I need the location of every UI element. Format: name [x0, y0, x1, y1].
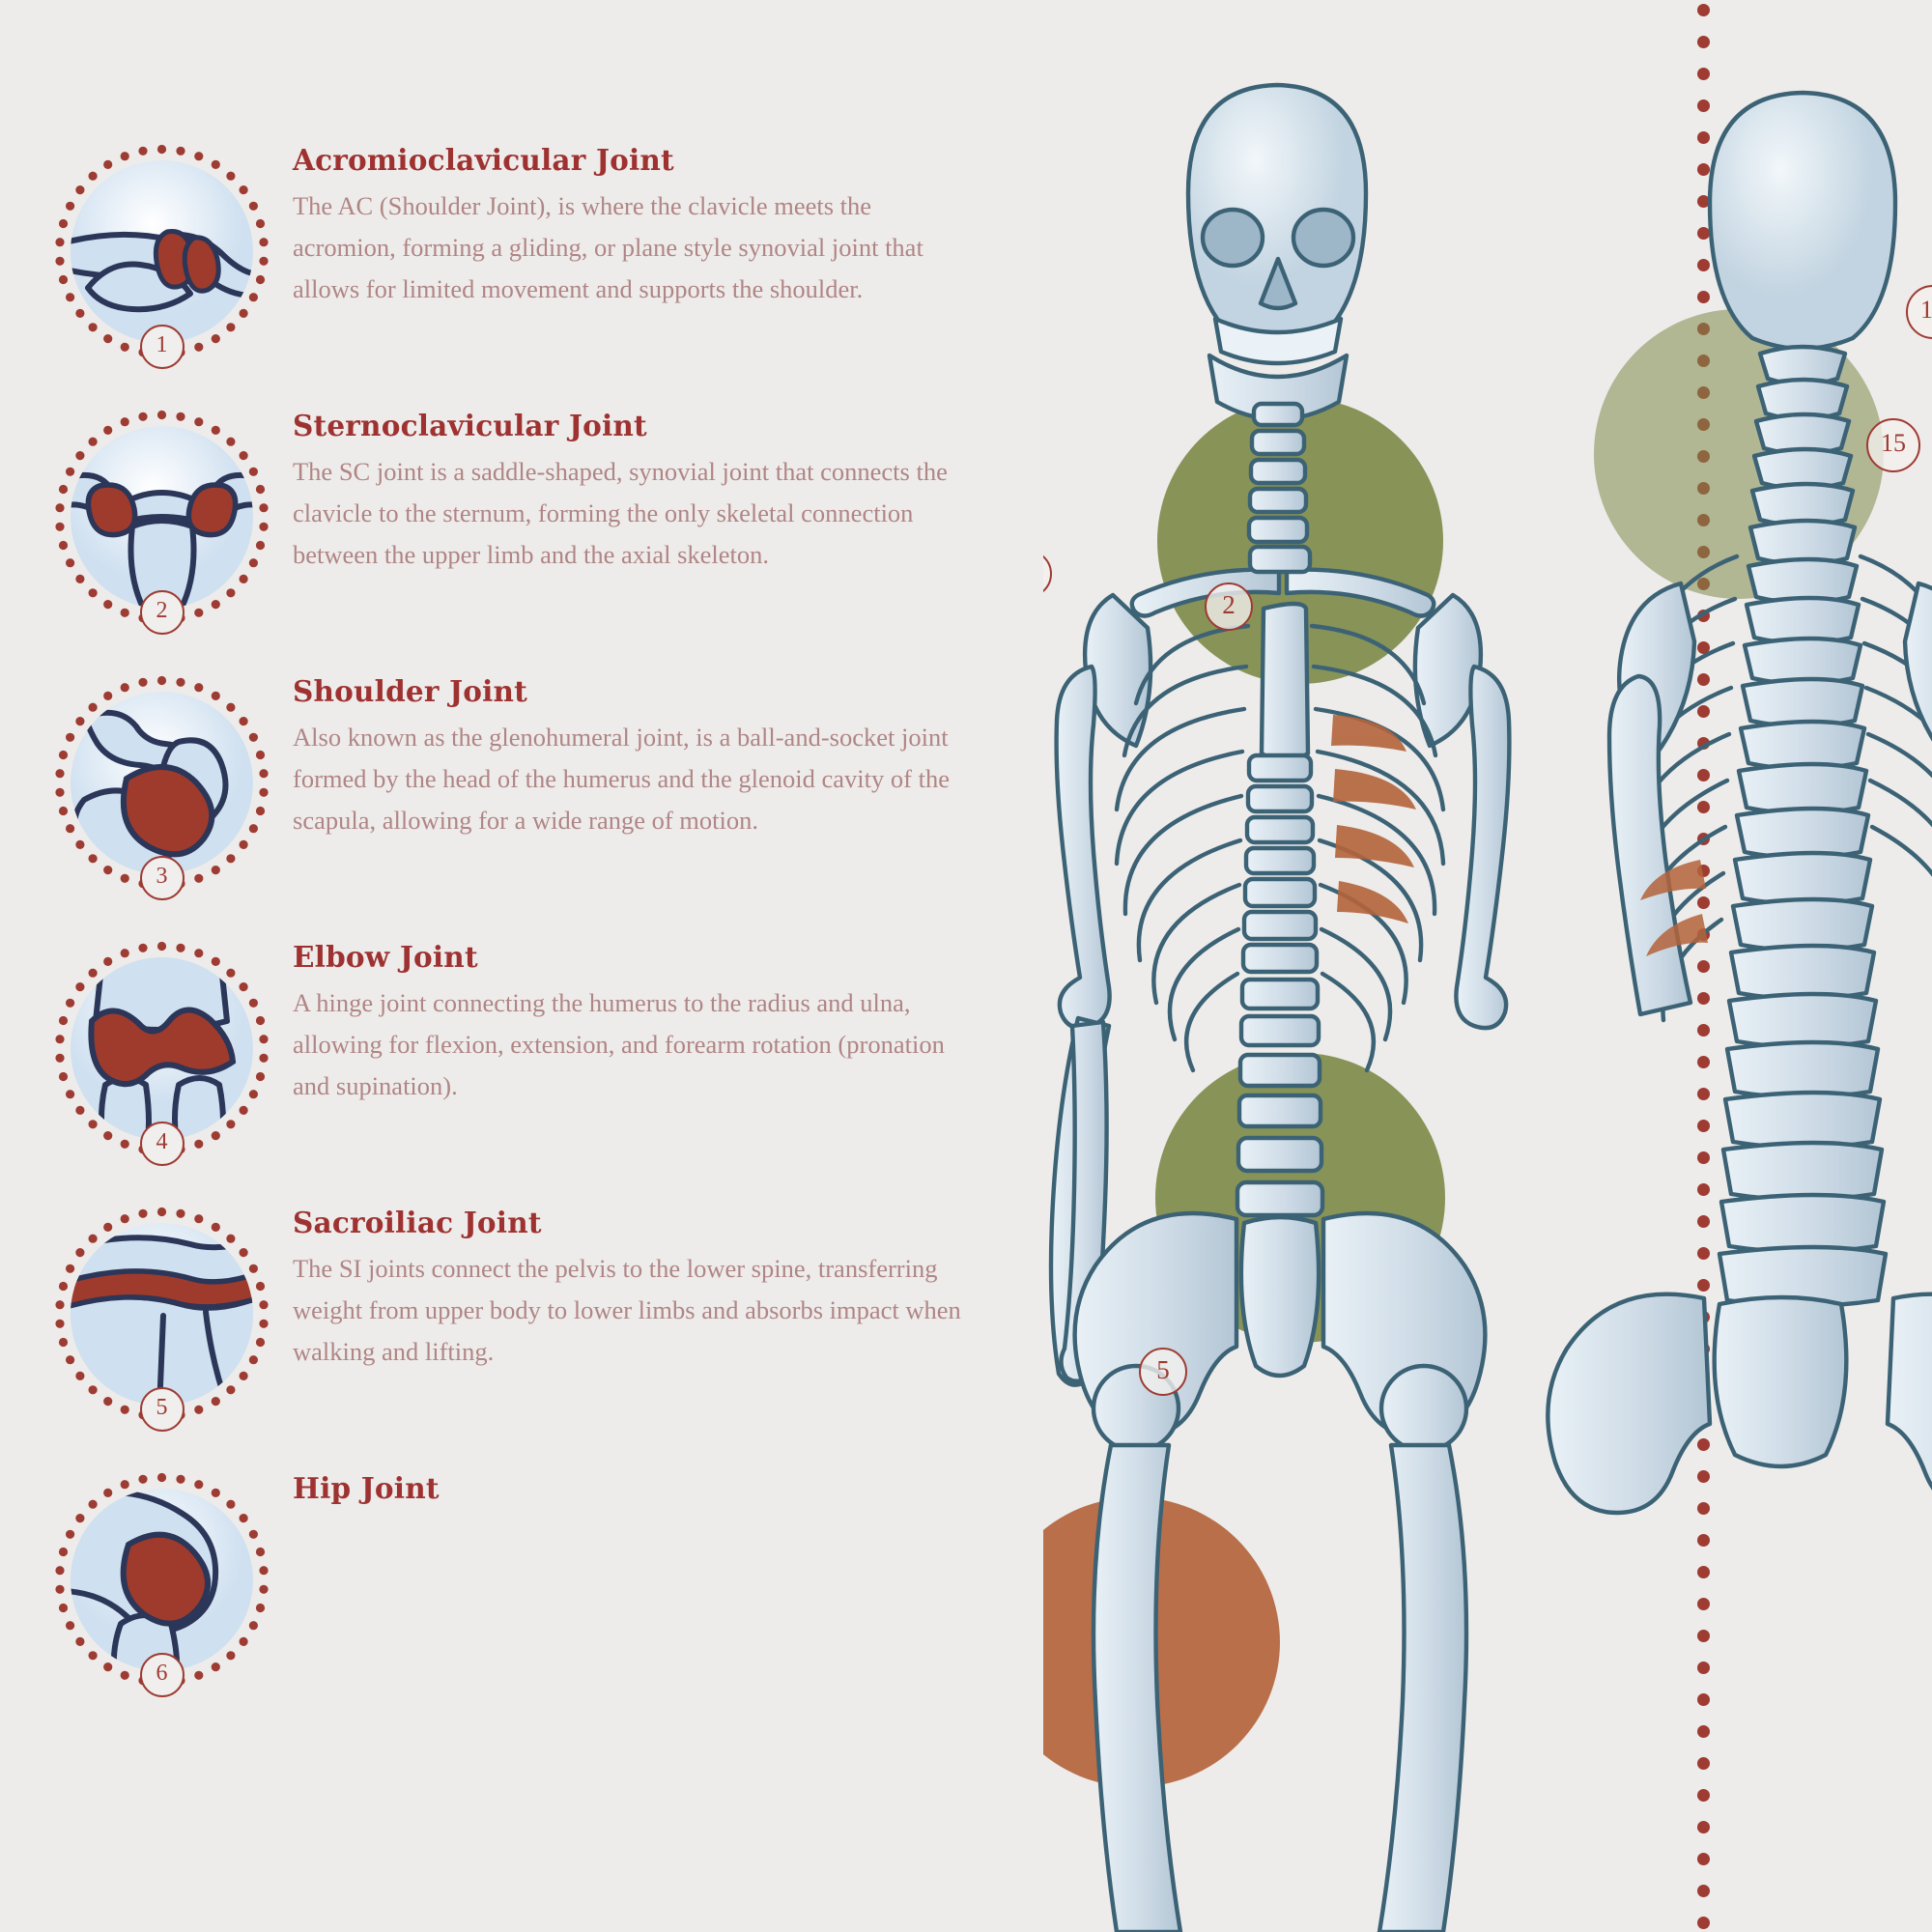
- joint-title: Hip Joint: [293, 1471, 440, 1505]
- joint-icon-medallion[interactable]: 2: [53, 409, 270, 635]
- skeleton-marker-5-sacroiliac[interactable]: 5: [1139, 1348, 1187, 1396]
- divider-dot: [1697, 1247, 1710, 1260]
- joint-title: Shoulder Joint: [293, 674, 528, 708]
- divider-dot: [1697, 4, 1710, 16]
- joint-text-block: Acromioclavicular Joint The AC (Shoulder…: [293, 143, 969, 310]
- dotted-ring-icon: [53, 143, 270, 360]
- divider-dot: [1697, 1215, 1710, 1228]
- joint-description: The SI joints connect the pelvis to the …: [293, 1254, 961, 1366]
- divider-dot: [1697, 1693, 1710, 1706]
- divider-dot: [1697, 769, 1710, 781]
- joint-number-badge: 4: [139, 1122, 185, 1166]
- joint-text-block: Elbow Joint A hinge joint connecting the…: [293, 940, 969, 1107]
- divider-dot: [1697, 1470, 1710, 1483]
- divider-dot: [1697, 1024, 1710, 1037]
- divider-dot: [1697, 1821, 1710, 1833]
- skeleton-marker-2-sternoclavicular[interactable]: 2: [1205, 582, 1253, 631]
- divider-dot: [1697, 1566, 1710, 1578]
- divider-dot: [1697, 1279, 1710, 1292]
- divider-dot: [1697, 896, 1710, 909]
- divider-dot: [1697, 227, 1710, 240]
- divider-dot: [1697, 1088, 1710, 1100]
- joint-entry-list: 1 Acromioclavicular Joint The AC (Should…: [53, 143, 969, 1697]
- joint-description: The AC (Shoulder Joint), is where the cl…: [293, 191, 923, 303]
- joint-icon-medallion[interactable]: 6: [53, 1471, 270, 1697]
- divider-dot: [1697, 195, 1710, 208]
- divider-dot: [1697, 1183, 1710, 1196]
- skeleton-panel: 123451315: [1043, 0, 1932, 1932]
- divider-dot: [1697, 1917, 1710, 1929]
- joint-title: Sacroiliac Joint: [293, 1206, 542, 1239]
- shoulder-joint-illustration: [71, 692, 253, 874]
- divider-dot: [1697, 1151, 1710, 1164]
- divider-dot: [1697, 960, 1710, 973]
- divider-dot: [1697, 291, 1710, 303]
- joint-number-badge: 3: [139, 856, 185, 900]
- joint-icon-medallion[interactable]: 5: [53, 1206, 270, 1432]
- divider-dot: [1697, 1725, 1710, 1738]
- divider-dot: [1697, 1662, 1710, 1674]
- divider-dot: [1697, 1757, 1710, 1770]
- divider-dot: [1697, 1502, 1710, 1515]
- joint-text-block: Sacroiliac Joint The SI joints connect t…: [293, 1206, 969, 1373]
- divider-dot: [1697, 1630, 1710, 1642]
- joint-description: A hinge joint connecting the humerus to …: [293, 988, 945, 1100]
- divider-dot: [1697, 259, 1710, 271]
- divider-dot: [1697, 992, 1710, 1005]
- joint-description: The SC joint is a saddle-shaped, synovia…: [293, 457, 948, 569]
- joint-icon-medallion[interactable]: 3: [53, 674, 270, 900]
- divider-dot: [1697, 1885, 1710, 1897]
- divider-dot: [1697, 1120, 1710, 1132]
- dotted-ring-icon: [53, 674, 270, 892]
- joint-number-badge: 5: [139, 1387, 185, 1432]
- skeleton-illustration: [1043, 82, 1932, 1932]
- dotted-ring-icon: [53, 1471, 270, 1689]
- joint-text-block: Sternoclavicular Joint The SC joint is a…: [293, 409, 969, 576]
- joint-number-badge: 1: [139, 325, 185, 369]
- divider-dot: [1697, 641, 1710, 654]
- joint-number-badge: 6: [139, 1653, 185, 1697]
- skeleton-marker-15-atlantoaxial[interactable]: 15: [1866, 418, 1920, 472]
- joint-icon-medallion[interactable]: 4: [53, 940, 270, 1166]
- joint-number-badge: 2: [139, 590, 185, 635]
- divider-dot: [1697, 673, 1710, 686]
- joint-icon-medallion[interactable]: 1: [53, 143, 270, 369]
- hip-joint-illustration: [71, 1489, 253, 1671]
- sternoclavicular-joint-illustration: [71, 426, 253, 609]
- joint-title: Sternoclavicular Joint: [293, 409, 647, 442]
- joint-description: Also known as the glenohumeral joint, is…: [293, 723, 950, 835]
- divider-dot: [1697, 705, 1710, 718]
- acromioclavicular-joint-illustration: [71, 160, 253, 343]
- divider-dot: [1697, 131, 1710, 144]
- divider-dot: [1697, 163, 1710, 176]
- elbow-joint-illustration: [71, 957, 253, 1140]
- divider-dot: [1697, 99, 1710, 112]
- divider-dot: [1697, 36, 1710, 48]
- joint-title: Elbow Joint: [293, 940, 478, 974]
- joint-text-block: Hip Joint: [293, 1471, 969, 1514]
- divider-dot: [1697, 1534, 1710, 1547]
- divider-dot: [1697, 1438, 1710, 1451]
- joint-text-block: Shoulder Joint Also known as the glenohu…: [293, 674, 969, 841]
- divider-dot: [1697, 1789, 1710, 1802]
- sacroiliac-joint-illustration: [71, 1223, 253, 1406]
- joint-title: Acromioclavicular Joint: [293, 143, 674, 177]
- divider-dot: [1697, 1853, 1710, 1865]
- divider-dot: [1697, 1056, 1710, 1068]
- divider-dot: [1697, 1598, 1710, 1610]
- divider-dot: [1697, 801, 1710, 813]
- divider-dot: [1697, 68, 1710, 80]
